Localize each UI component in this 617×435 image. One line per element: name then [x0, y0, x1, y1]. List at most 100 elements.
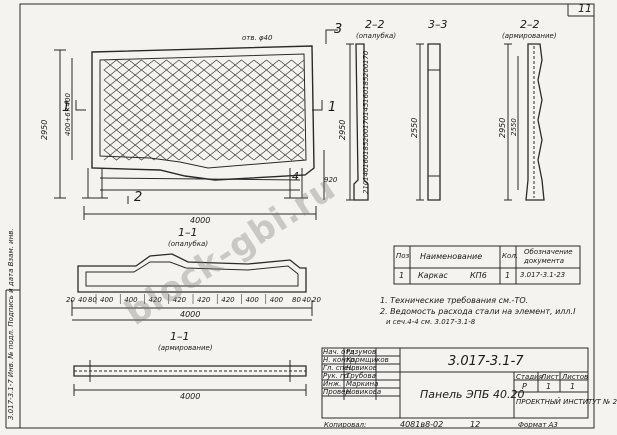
bottom-dim: 920 — [324, 176, 338, 184]
cut-mark-1-left: 1 — [62, 100, 71, 115]
table-header-pos: Поз. — [396, 252, 412, 260]
stack-dim: 170 — [362, 50, 370, 64]
table-row-name: Каркас — [418, 271, 448, 280]
plan-end-dim: 80 — [292, 296, 301, 304]
plan-end-dim: 40 — [78, 296, 87, 304]
footer-format: Формат А3 — [518, 421, 558, 429]
cut-mark-2: 2 — [134, 190, 143, 205]
pattern-diamond — [178, 139, 205, 161]
title-role: Инж. — [323, 380, 342, 388]
pattern-cross — [278, 99, 305, 121]
pattern-diamond — [228, 139, 255, 161]
pattern-cross — [103, 99, 130, 121]
title-name: Разумов — [346, 348, 377, 356]
elevation-height-dim: 2950 — [40, 119, 49, 140]
pattern-cross — [278, 59, 305, 81]
pattern-cross — [128, 79, 155, 101]
drawing-code: 3.017-3.1-7 — [448, 354, 524, 369]
pattern-cross — [203, 99, 230, 121]
pattern-cross — [178, 119, 205, 141]
stack-dim: 200 — [362, 63, 370, 77]
elevation-left-dim: 400+6×400 — [64, 93, 72, 136]
plan-segment-dim: 400 — [100, 296, 114, 304]
stack-dim: 185 — [362, 141, 370, 155]
pattern-cross — [103, 59, 130, 81]
sheet-header: Лист — [541, 373, 559, 381]
pattern-cross — [278, 139, 305, 161]
plan-overall-dim: 4000 — [180, 310, 201, 319]
pattern-cross — [128, 119, 155, 141]
pattern-cross — [253, 79, 280, 101]
note-2: 2. Ведомость расхода стали на элемент, и… — [380, 307, 576, 316]
pattern-diamond — [153, 139, 180, 161]
title-name: Новикова — [346, 388, 382, 396]
stack-dim: 200 — [362, 128, 370, 142]
pattern-cross — [128, 99, 155, 121]
section-2-2-rebar-title: 2–2 — [520, 18, 540, 31]
plan-end-dim: 80 — [88, 296, 97, 304]
section-1-1-rebar-title: 1–1 — [170, 330, 190, 343]
title-role: Н. контр. — [323, 356, 357, 364]
pattern-cross — [153, 59, 180, 81]
pattern-diamond — [128, 139, 155, 161]
plan-segment-dim: 400 — [245, 296, 259, 304]
pattern-cross — [253, 59, 280, 81]
pattern-cross — [103, 79, 130, 101]
pattern-cross — [278, 119, 305, 141]
pattern-cross — [153, 99, 180, 121]
sheets-header: Листов — [562, 373, 589, 381]
pattern-diamond — [278, 139, 305, 161]
title-role: Провер. — [323, 388, 353, 396]
stack-dim: 210 — [362, 180, 370, 194]
title-name: Кормщиков — [346, 356, 389, 364]
pattern-cross — [103, 139, 130, 161]
pattern-cross — [178, 139, 205, 161]
table-row-doc: 3.017-3.1-23 — [520, 271, 566, 279]
cut-mark-4: 4 — [292, 170, 299, 183]
plan-end-dim: 20 — [66, 296, 75, 304]
title-name: Новиков — [346, 364, 377, 372]
elevation-length-dim: 4000 — [190, 216, 211, 225]
plan-end-dim: 20 — [312, 296, 321, 304]
rebar-plan-overall-dim: 4000 — [180, 392, 201, 401]
pattern-cross — [178, 59, 205, 81]
pattern-diamond — [203, 139, 230, 161]
pattern-cross — [228, 59, 255, 81]
section-rebar-height-dim: 2950 — [498, 117, 507, 138]
cut-mark-1-right: 1 — [328, 100, 337, 115]
section-rebar-inner-dim: 2550 — [510, 118, 518, 136]
table-row-mark: КП6 — [470, 271, 487, 280]
section-1-1-title: 1–1 — [178, 226, 198, 239]
pattern-cross — [128, 139, 155, 161]
section-1-1-subtitle: (опалубка) — [168, 240, 209, 248]
pattern-cross — [203, 59, 230, 81]
plan-segment-dim: 420 — [148, 296, 162, 304]
note-1: 1. Технические требования см.-ТО. — [380, 296, 529, 305]
pattern-cross — [253, 139, 280, 161]
section-2-2-rebar-subtitle: (армирование) — [502, 32, 557, 40]
title-role: Гл. спец. — [323, 364, 356, 372]
pattern-cross — [153, 119, 180, 141]
stack-dim: 145 — [362, 102, 370, 116]
table-header-doc: Обозначение документа — [524, 248, 573, 265]
stack-dim: 185 — [362, 76, 370, 90]
stage-header: Стадия — [516, 373, 543, 381]
plan-segment-dim: 420 — [221, 296, 235, 304]
org-name: ПРОЕКТНЫЙ ИНСТИТУТ № 2 — [516, 398, 617, 406]
title-role: Нач. отд. — [323, 348, 357, 356]
title-name: Маркина — [346, 380, 379, 388]
table-row-pos: 1 — [399, 271, 405, 280]
plan-segment-dim: 400 — [269, 296, 284, 304]
stack-dim: 140 — [362, 167, 370, 181]
side-stamp: 3.017-3.1-7 Инв. № подл. Подпись и дата … — [7, 228, 15, 420]
drawing-title: Панель ЭПБ 40.20 — [420, 388, 525, 401]
pattern-cross — [228, 119, 255, 141]
footer-copied: Копировал: — [324, 421, 367, 429]
pattern-cross — [228, 99, 255, 121]
table-row-qty: 1 — [505, 271, 511, 280]
sheet-number: 11 — [578, 2, 592, 15]
pattern-cross — [203, 119, 230, 141]
table-header-qty: Кол. — [502, 252, 518, 260]
pattern-cross — [203, 139, 230, 161]
drawing-linework — [5, 3, 595, 429]
